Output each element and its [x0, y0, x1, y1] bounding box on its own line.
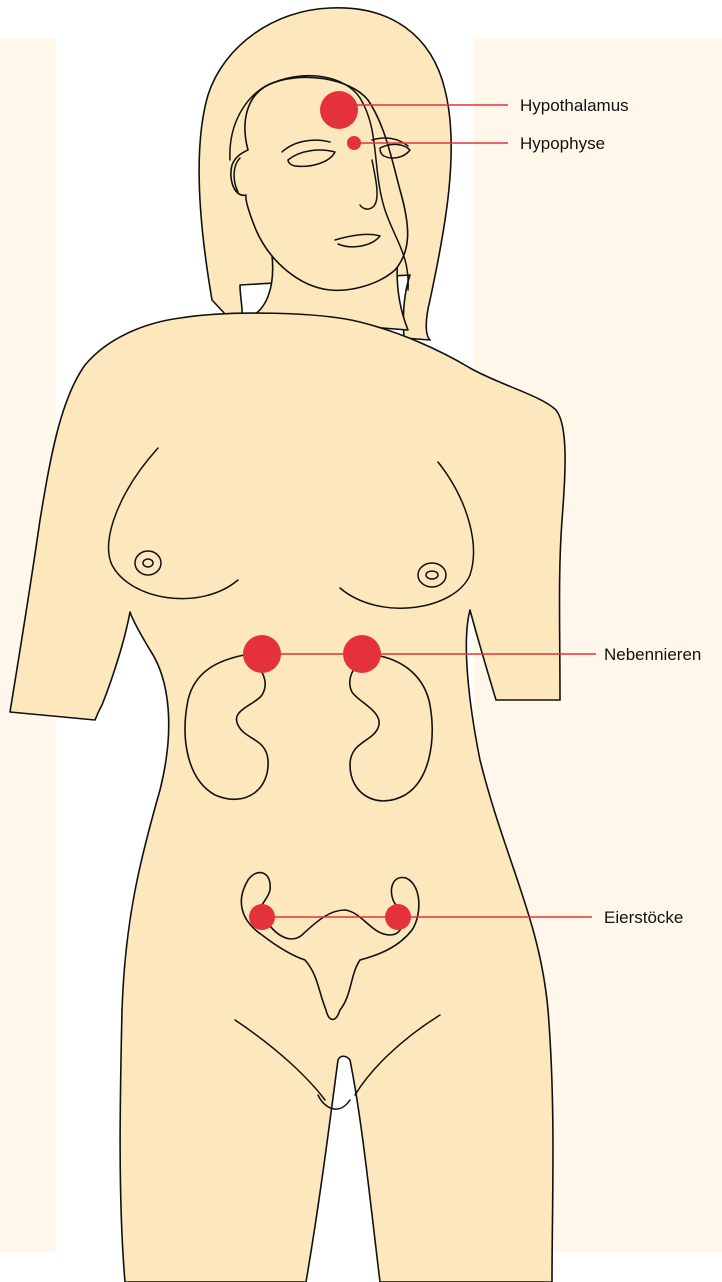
- right-adrenal-dot: [343, 635, 381, 673]
- label-nebennieren: Nebennieren: [604, 645, 701, 664]
- hypophyse-dot: [347, 136, 361, 150]
- label-hypophyse: Hypophyse: [520, 134, 605, 153]
- label-hypothalamus: Hypothalamus: [520, 96, 629, 115]
- label-eierstoecke: Eierstöcke: [604, 908, 683, 927]
- right-ovary-dot: [385, 904, 411, 930]
- torso: [10, 313, 565, 1282]
- left-adrenal-dot: [243, 635, 281, 673]
- hypothalamus-dot: [320, 91, 358, 129]
- left-ovary-dot: [249, 904, 275, 930]
